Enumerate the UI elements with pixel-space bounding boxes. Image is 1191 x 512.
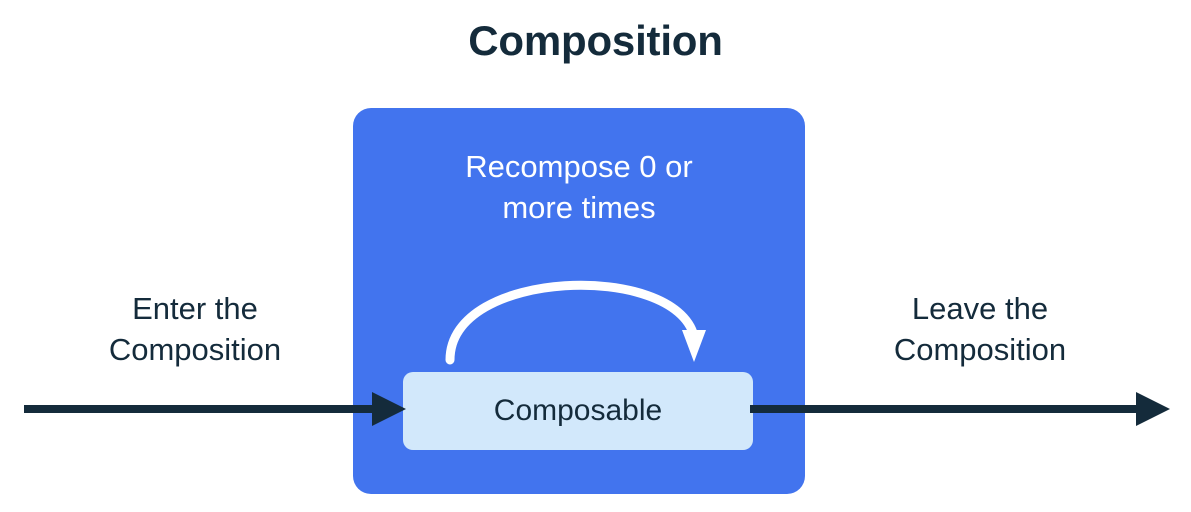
enter-composition-arrow-icon bbox=[24, 392, 406, 426]
composable-label: Composable bbox=[493, 394, 663, 427]
composable-node: Composable bbox=[403, 372, 753, 450]
recompose-caption: Recompose 0 or more times bbox=[465, 149, 693, 226]
recompose-loop-arrow-icon bbox=[445, 280, 706, 365]
leave-composition-caption: Leave the Composition bbox=[893, 291, 1067, 368]
leave-composition-arrow-icon bbox=[750, 392, 1170, 426]
page-title: Composition bbox=[468, 17, 723, 64]
enter-composition-caption: Enter the Composition bbox=[108, 291, 282, 368]
